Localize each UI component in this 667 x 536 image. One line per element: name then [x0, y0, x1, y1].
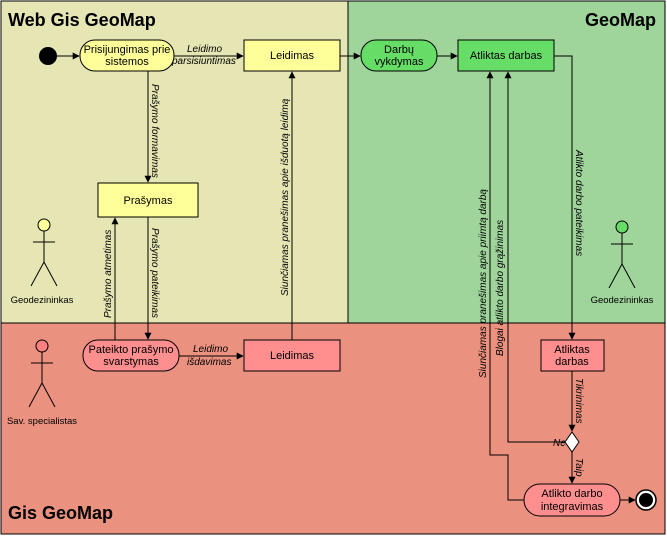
svg-text:Pateikto prašymo: Pateikto prašymo [89, 344, 174, 356]
actor-web-label: Geodezininkas [11, 295, 74, 306]
start-node [39, 47, 57, 65]
label-ne: Ne [553, 438, 566, 449]
svg-text:svarstymas: svarstymas [103, 356, 159, 368]
svg-text:Atliktas darbas: Atliktas darbas [470, 50, 543, 62]
node-prasymas: Prašymas [97, 182, 199, 218]
label-prasymo-pateikimas: Prašymo pateikimas [149, 228, 160, 318]
label-leidimo-isdavimas-2: išdavimas [187, 357, 231, 368]
label-siunciam-isduota: Siunčiamas pranešimas apie išduotą leidi… [280, 98, 291, 296]
lane-title-geomap: GeoMap [585, 10, 656, 30]
label-atlikto-pateikimas: Atlikto darbo pateikimas [573, 149, 584, 256]
node-darbu-vykdymas: Darbų vykdymas [360, 39, 438, 72]
end-node-inner [639, 493, 653, 507]
svg-text:Leidimas: Leidimas [270, 350, 315, 362]
svg-text:Atlikto darbo: Atlikto darbo [541, 488, 602, 500]
label-tikrinimas: Tikrinimas [573, 378, 584, 423]
edge-integravimas-back [486, 71, 524, 501]
label-leidimo-isdavimas-1: Leidimo [193, 344, 228, 355]
svg-text:Darbų: Darbų [384, 44, 414, 56]
label-blogai: Blogai atlikto darbo grąžinimas [495, 220, 506, 356]
svg-text:Prisijungimas prie: Prisijungimas prie [84, 44, 171, 56]
node-atliktas-darbas-bottom: Atliktas darbas [540, 339, 605, 372]
node-leidimas-top: Leidimas [243, 39, 341, 72]
label-leidimo-pars-2: parsisiuntimas [171, 56, 236, 67]
node-login: Prisijungimas prie sistemos [79, 39, 175, 72]
lane-title-web: Web Gis GeoMap [8, 10, 156, 30]
actor-web-geodezininkas [30, 218, 58, 287]
svg-text:Leidimas: Leidimas [270, 50, 315, 62]
svg-text:vykdymas: vykdymas [375, 56, 424, 68]
actor-gis-label: Sav. specialistas [7, 416, 77, 427]
edge-atliktas-to-bottom [554, 55, 576, 340]
node-atliktas-darbas-top: Atliktas darbas [457, 39, 555, 72]
node-pateikto-prasymo: Pateikto prašymo svarstymas [82, 339, 180, 372]
actor-geomap-label: Geodezininkas [591, 295, 654, 306]
svg-text:Prašymas: Prašymas [124, 195, 173, 207]
label-prasymo-atmetimas: Prašymo atmetimas [103, 230, 114, 318]
svg-text:integravimas: integravimas [541, 501, 604, 513]
lane-title-gis: Gis GeoMap [8, 503, 113, 523]
label-leidimo-pars-1: Leidimo [187, 44, 222, 55]
label-taip: Taip [573, 458, 584, 477]
label-prasymo-formavimas: Prašymo formavimas [149, 84, 160, 178]
node-leidimas-bottom: Leidimas [243, 339, 341, 372]
node-integravimas: Atlikto darbo integravimas [523, 483, 621, 517]
edge-diamond-ne [504, 71, 565, 443]
svg-text:darbas: darbas [555, 356, 589, 368]
label-siunciam-priimta: Siunčiamas pranešimas apie priimtą darbą [478, 189, 489, 378]
svg-text:sistemos: sistemos [105, 56, 149, 68]
actor-gis-specialistas [28, 339, 56, 408]
actor-geomap-geodezininkas [608, 220, 636, 289]
svg-text:Atliktas: Atliktas [554, 344, 590, 356]
